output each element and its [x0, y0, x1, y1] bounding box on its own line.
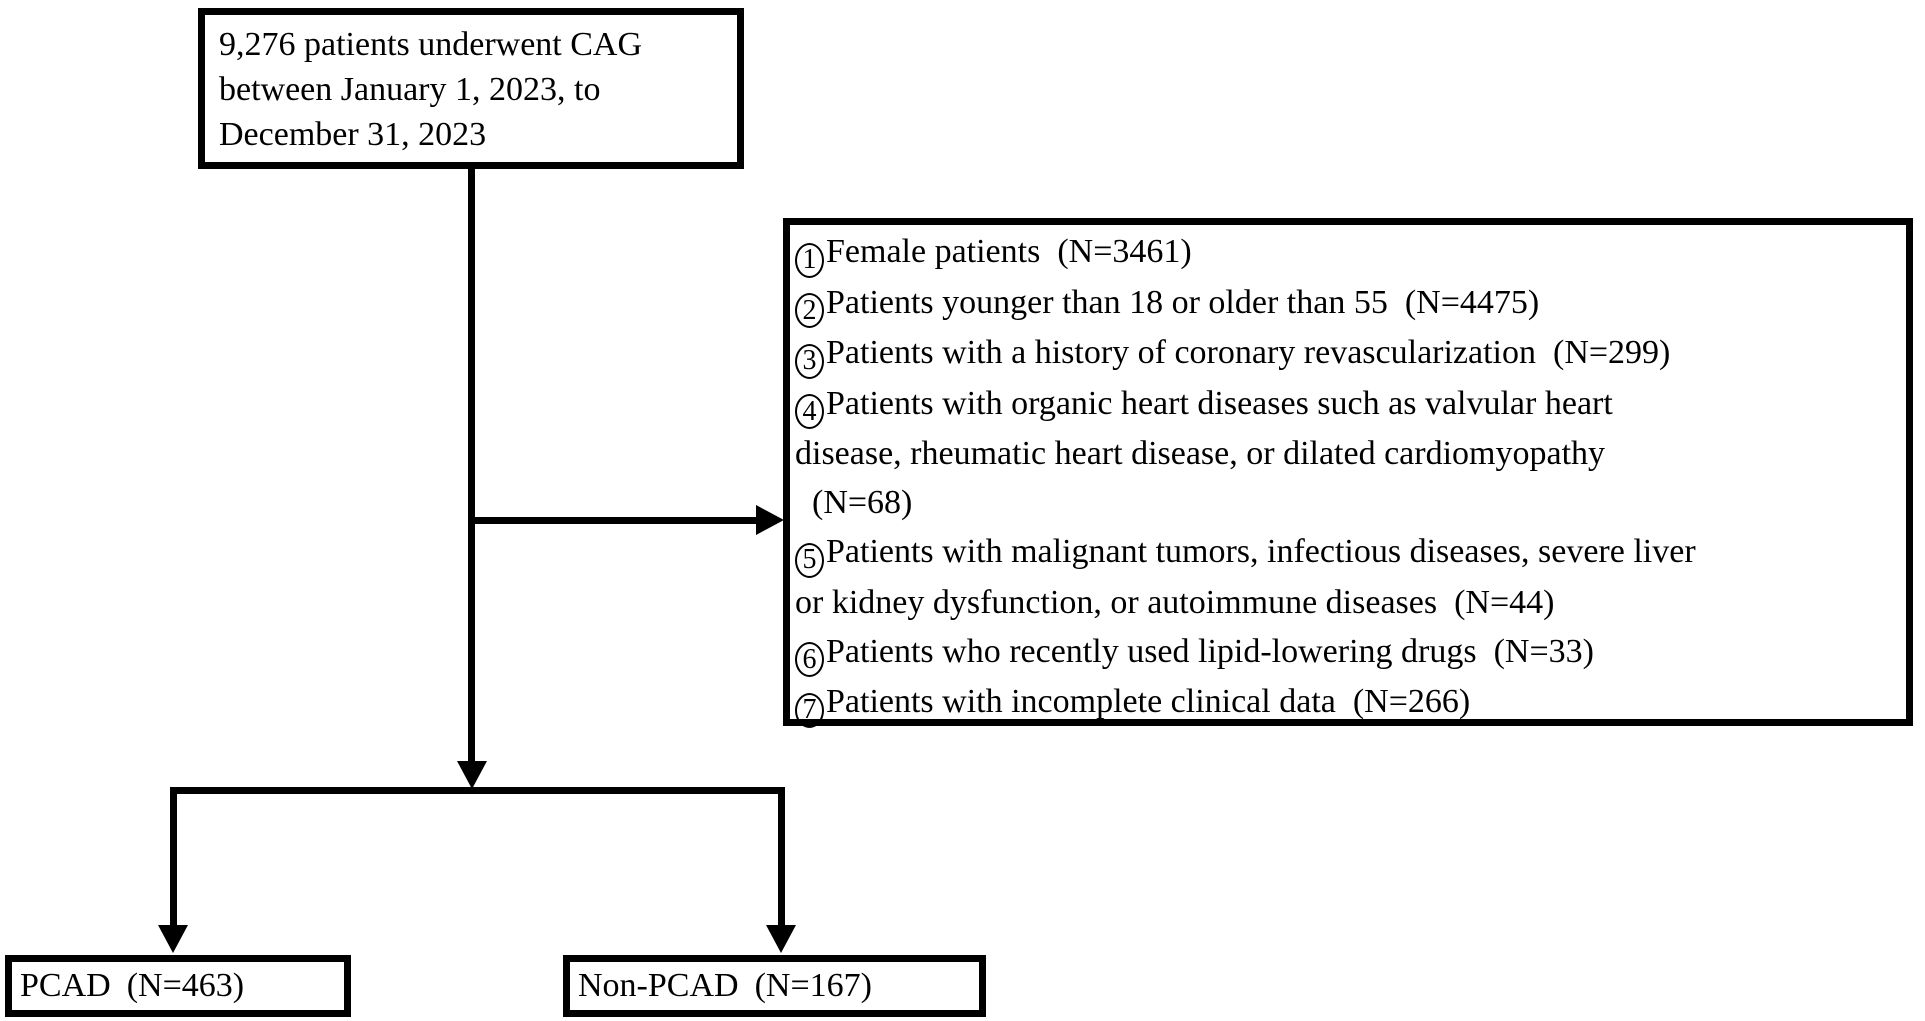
connector-exclusion-branch — [472, 517, 758, 524]
arrow-down-icon — [457, 761, 487, 789]
enrollment-box: 9,276 patients underwent CAG between Jan… — [198, 8, 744, 169]
exclusion-item-text: Patients who recently used lipid-lowerin… — [826, 632, 1594, 670]
circled-number-icon: 1 — [795, 242, 824, 278]
arrow-down-icon — [158, 925, 188, 953]
non-pcad-box: Non-PCAD (N=167) — [563, 955, 986, 1017]
circled-number-icon: 7 — [795, 692, 824, 728]
circled-number-icon: 2 — [795, 293, 824, 328]
circled-number-icon: 3 — [795, 343, 824, 379]
exclusion-item-text: Patients younger than 18 or older than 5… — [826, 283, 1540, 321]
pcad-box: PCAD (N=463) — [5, 955, 351, 1017]
exclusion-item-text: Patients with malignant tumors, infectio… — [795, 533, 1696, 621]
circled-number-icon: 6 — [795, 642, 824, 677]
non-pcad-count: (N=167) — [754, 967, 872, 1004]
circled-number-icon: 5 — [795, 542, 824, 578]
non-pcad-label: Non-PCAD — [578, 967, 739, 1004]
circled-number-icon: 4 — [795, 394, 824, 429]
connector-split-horizontal — [170, 787, 785, 794]
pcad-count: (N=463) — [126, 967, 245, 1004]
connector-left-vertical — [170, 787, 177, 925]
exclusion-item-text: Patients with organic heart diseases suc… — [795, 384, 1613, 522]
arrow-right-icon — [756, 505, 784, 535]
connector-main-vertical — [468, 168, 475, 762]
exclusion-item-text: Patients with incomplete clinical data (… — [826, 683, 1471, 720]
exclusion-item-text: Female patients (N=3461) — [826, 233, 1192, 270]
pcad-label: PCAD — [20, 967, 111, 1004]
connector-right-vertical — [778, 787, 785, 925]
enrollment-text: 9,276 patients underwent CAG between Jan… — [219, 26, 643, 153]
exclusion-item-text: Patients with a history of coronary reva… — [826, 334, 1671, 371]
arrow-down-icon — [766, 925, 796, 953]
